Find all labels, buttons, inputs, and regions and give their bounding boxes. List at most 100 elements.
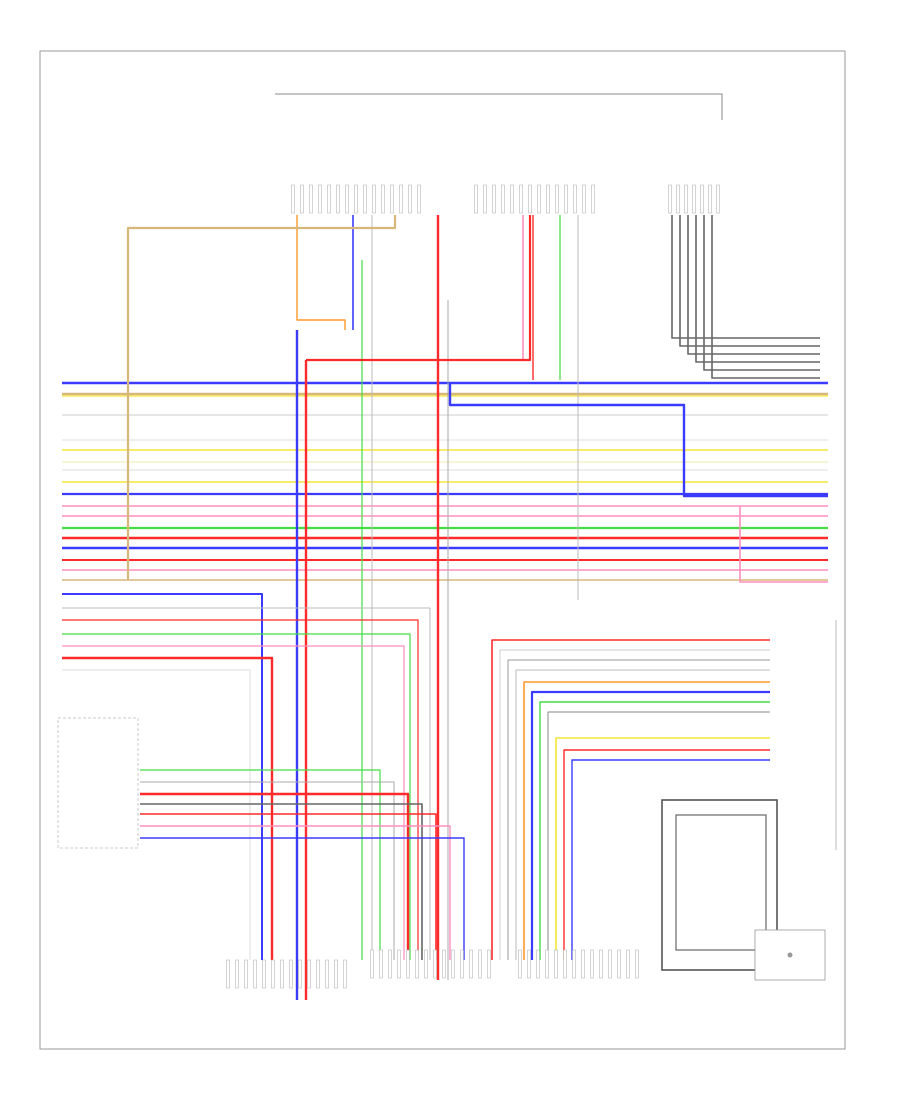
control-unit-wire (140, 803, 423, 960)
lower-harness-wire (62, 656, 274, 960)
tan-loop (126, 215, 397, 580)
right-block-wire (547, 711, 770, 960)
bottom-connector-pin (397, 949, 401, 979)
top-connector-pin (510, 184, 514, 214)
bottom-connector-pin (235, 959, 239, 989)
blue-loop (448, 383, 828, 498)
bottom-connector-pin (280, 959, 284, 989)
right-lower-inner-module (675, 814, 767, 951)
bottom-connector-pin (424, 949, 428, 979)
top-connector-pin (582, 184, 586, 214)
bottom-connector-pin (343, 959, 347, 989)
bottom-connector-pin (262, 959, 266, 989)
right-lower-module (661, 799, 778, 971)
bottom-connector-pin (478, 949, 482, 979)
top-right-connector-pin (692, 184, 696, 214)
left-control-unit (57, 717, 139, 849)
top-bus-bracket (275, 93, 723, 120)
top-connector-pin (528, 184, 532, 214)
top-connector-pin (363, 184, 367, 214)
top-connector-pin (336, 184, 340, 214)
bottom-connector-pin (487, 949, 491, 979)
bus-wire (703, 215, 820, 371)
control-unit-wire (140, 837, 465, 960)
right-block-wire (507, 659, 770, 960)
bottom-connector-pin (626, 949, 630, 979)
top-connector-pin (381, 184, 385, 214)
top-connector-pin (408, 184, 412, 214)
bottom-connector-pin (415, 949, 419, 979)
bottom-connector-pin (289, 959, 293, 989)
bottom-connector-pin (590, 949, 594, 979)
lower-harness-wire (62, 607, 431, 960)
right-block-wire (563, 749, 770, 960)
top-connector-pin (399, 184, 403, 214)
top-connector-pin (291, 184, 295, 214)
right-block-wire (499, 649, 770, 960)
bottom-connector-pin (406, 949, 410, 979)
pink-loop (739, 506, 828, 583)
bottom-connector-pin (617, 949, 621, 979)
bottom-connector-pin (334, 959, 338, 989)
top-connector-pin (591, 184, 595, 214)
top-connector-pin (474, 184, 478, 214)
wire-layer (62, 215, 828, 1000)
bus-wire (695, 215, 820, 363)
top-right-connector-pin (668, 184, 672, 214)
bus-wire (679, 215, 820, 347)
bus-wire (711, 215, 820, 379)
top-connector-pin (483, 184, 487, 214)
top-connector-pin (573, 184, 577, 214)
bottom-connector-pin (563, 949, 567, 979)
bottom-connector-pin (325, 959, 329, 989)
control-unit-wire (140, 825, 451, 960)
bottom-connector-pin (536, 949, 540, 979)
top-connector-pin (417, 184, 421, 214)
lower-harness-wire (62, 669, 251, 960)
top-connector-pin (564, 184, 568, 214)
top-right-connector-pin (684, 184, 688, 214)
top-connector-pin (300, 184, 304, 214)
bottom-connector-pin (469, 949, 473, 979)
right-block-wire (491, 639, 770, 960)
bottom-connector-pin (433, 949, 437, 979)
top-connector-pin (327, 184, 331, 214)
top-right-connector-pin (676, 184, 680, 214)
bus-wire (687, 215, 820, 355)
antenna-symbol (787, 952, 793, 958)
top-right-connector-pin (716, 184, 720, 214)
bottom-connector-pin (572, 949, 576, 979)
bottom-connector-pin (307, 959, 311, 989)
orange-loop (296, 215, 346, 330)
lower-harness-wire (62, 645, 405, 960)
right-block-wire (523, 681, 770, 960)
bottom-connector-pin (316, 959, 320, 989)
bottom-connector-pin (635, 949, 639, 979)
red-loop (306, 215, 532, 362)
bottom-connector-pin (226, 959, 230, 989)
right-block-wire (539, 701, 770, 960)
bottom-connector-pin (460, 949, 464, 979)
connector-layer (226, 184, 720, 989)
right-block-wire (571, 759, 770, 960)
top-connector-pin (309, 184, 313, 214)
top-connector-pin (354, 184, 358, 214)
bottom-connector-pin (518, 949, 522, 979)
bottom-connector-pin (451, 949, 455, 979)
bottom-connector-pin (442, 949, 446, 979)
right-block-wire (555, 737, 770, 960)
top-connector-pin (537, 184, 541, 214)
bottom-connector-pin (379, 949, 383, 979)
lower-harness-wire (62, 619, 419, 960)
bottom-connector-pin (271, 959, 275, 989)
bottom-connector-pin (298, 959, 302, 989)
lower-harness-wire (62, 593, 263, 960)
bottom-connector-pin (599, 949, 603, 979)
top-connector-pin (546, 184, 550, 214)
bus-wire (671, 215, 820, 339)
bottom-connector-pin (253, 959, 257, 989)
right-block-wire (515, 669, 770, 960)
top-connector-pin (555, 184, 559, 214)
diagram-frame (39, 50, 846, 1050)
